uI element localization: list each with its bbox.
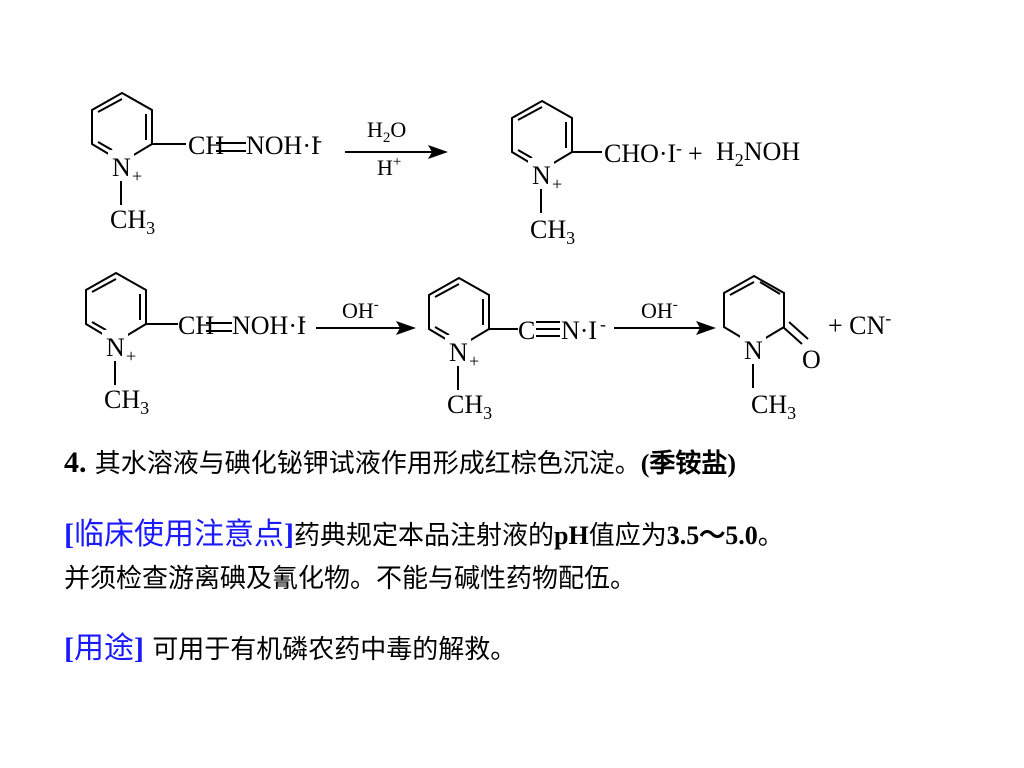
reactant-2: N + CH3 CH NOH·I - xyxy=(85,271,306,418)
carbonyl-bond xyxy=(782,326,803,345)
iodide-charge: - xyxy=(676,138,682,158)
clinical-tag: [临床使用注意点] xyxy=(64,517,294,552)
clinical-line-2: 并须检查游离碘及氰化物。不能与碱性药物配伍。 xyxy=(64,564,637,594)
usage-text: 可用于有机磷农药中毒的解救。 xyxy=(144,635,517,665)
arrow-3-label: OH- xyxy=(641,297,678,323)
methyl-label: CH3 xyxy=(751,390,796,423)
group-noh-i: NOH·I xyxy=(246,131,320,160)
nitrogen-label: N xyxy=(449,338,468,367)
carbonyl-bond xyxy=(788,321,809,340)
double-bond xyxy=(91,321,107,331)
plus-sign: + xyxy=(688,139,703,168)
plus-charge: + xyxy=(132,166,142,186)
item-4: 4. 其水溶液与碘化铋钾试液作用形成红棕色沉淀。(季铵盐) xyxy=(64,446,736,481)
item-4-number: 4. xyxy=(64,446,87,479)
item-4-note: (季铵盐) xyxy=(640,449,737,478)
nitrogen-label: N xyxy=(112,153,131,182)
methyl-label: CH3 xyxy=(447,390,492,423)
double-bond xyxy=(91,278,117,293)
double-bond xyxy=(517,106,543,121)
clinical-ph: pH xyxy=(554,521,589,550)
nitrogen-label: N xyxy=(106,333,125,362)
plus-charge: + xyxy=(469,351,479,371)
product-1: N + CH3 CHO·I - + H2NOH xyxy=(511,99,800,248)
clinical-text-2: 值应为 xyxy=(588,521,667,551)
hydroxylamine-label: H2NOH xyxy=(716,137,800,170)
group-ch: CH xyxy=(188,131,224,160)
iodide-charge: - xyxy=(600,314,606,334)
group-cho-i: CHO·I xyxy=(604,139,676,168)
nitrile-n-i: N·I xyxy=(561,316,597,345)
double-bond xyxy=(517,149,533,159)
double-bond xyxy=(434,326,450,336)
plus-charge: + xyxy=(126,346,136,366)
arrow-1-top-label: H2O xyxy=(367,117,406,146)
arrow-1: H2O H+ xyxy=(345,117,448,180)
oxygen-label: O xyxy=(802,345,821,374)
group-ch: CH xyxy=(178,311,214,340)
arrow-1-bottom-label: H+ xyxy=(377,154,401,180)
double-bond xyxy=(97,98,123,113)
reaction-scheme: N + CH3 CH NOH·I - H2O H+ N + CH3 C xyxy=(85,91,891,423)
item-4-text: 其水溶液与碘化铋钾试液作用形成红棕色沉淀。 xyxy=(86,449,641,479)
usage: [用途] 可用于有机磷农药中毒的解救。 xyxy=(64,632,516,667)
double-bond xyxy=(434,283,460,298)
clinical-end: 。 xyxy=(757,521,784,551)
reactant-1: N + CH3 CH NOH·I - xyxy=(91,91,322,238)
double-bond xyxy=(97,141,113,151)
methyl-label: CH3 xyxy=(104,385,149,418)
group-noh-i: NOH·I xyxy=(232,311,306,340)
plus-charge: + xyxy=(552,174,562,194)
double-bond xyxy=(729,281,755,296)
arrow-2-label: OH- xyxy=(342,297,379,323)
clinical-notes: [临床使用注意点]药典规定本品注射液的pH值应为3.5～5.0。 xyxy=(64,518,784,553)
iodide-charge: - xyxy=(316,130,322,150)
intermediate: N + CH3 C N·I - xyxy=(428,276,606,423)
usage-tag: [用途] xyxy=(64,631,144,666)
pyridone-product: N O CH3 + CN- xyxy=(723,274,891,423)
arrow-2: OH- xyxy=(316,297,416,335)
methyl-label: CH3 xyxy=(530,215,575,248)
nitrogen-label: N xyxy=(532,161,551,190)
nitrile-carbon: C xyxy=(518,316,535,345)
arrow-3: OH- xyxy=(614,297,716,335)
clinical-range: 3.5～5.0 xyxy=(666,521,758,550)
nitrogen-label: N xyxy=(744,336,763,365)
iodide-charge: - xyxy=(300,310,306,330)
cyanide-label: + CN- xyxy=(828,308,891,340)
methyl-label: CH3 xyxy=(110,205,155,238)
clinical-text-1: 药典规定本品注射液的 xyxy=(294,521,555,551)
double-bond xyxy=(759,281,781,295)
